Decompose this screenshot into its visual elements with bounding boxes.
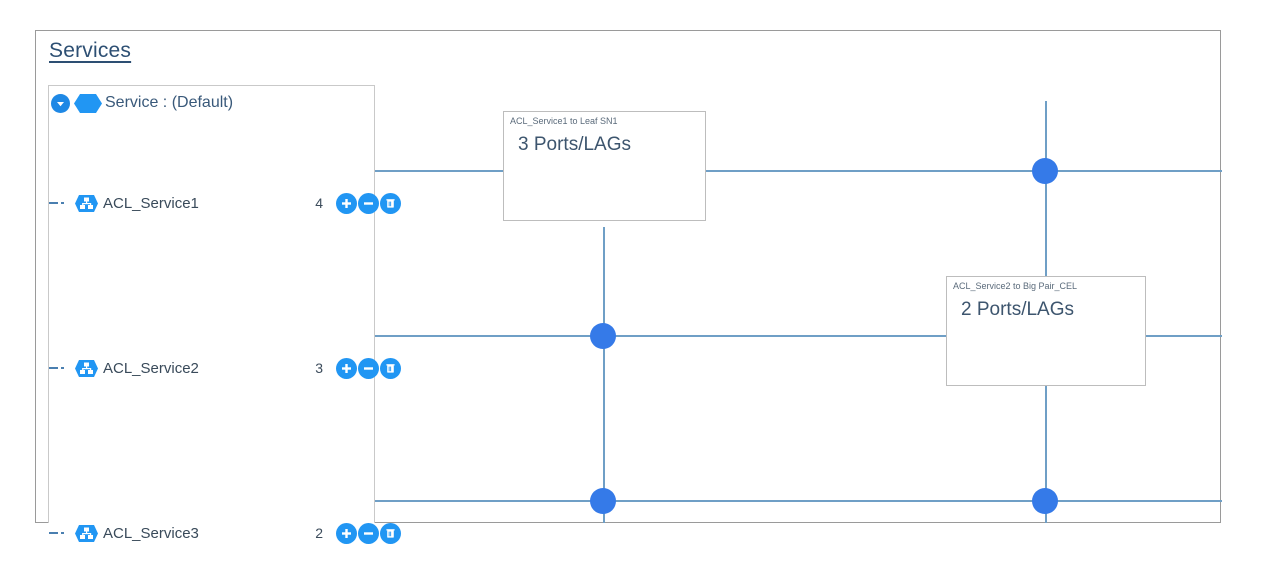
chevron-down-icon[interactable] — [51, 93, 70, 113]
plus-icon[interactable] — [336, 192, 357, 214]
minus-icon[interactable] — [358, 522, 379, 544]
service-row-3[interactable]: ACL_Service3 2 — [49, 516, 401, 550]
link-line-row1-right — [706, 170, 1222, 172]
service-row-2[interactable]: ACL_Service2 3 — [49, 351, 401, 385]
info-box-service2[interactable]: ACL_Service2 to Big Pair_CEL 2 Ports/LAG… — [946, 276, 1146, 386]
link-line-row2-left — [375, 335, 946, 337]
service-count: 3 — [315, 360, 323, 376]
minus-icon[interactable] — [358, 357, 379, 379]
service-actions — [336, 522, 401, 544]
service-name: ACL_Service2 — [103, 359, 199, 377]
page-title: Services — [49, 39, 132, 62]
info-box-title: ACL_Service1 to Leaf SN1 — [510, 116, 618, 126]
network-node-icon — [75, 357, 98, 380]
hexagon-icon — [74, 93, 102, 113]
service-row-1[interactable]: ACL_Service1 4 — [49, 186, 401, 220]
tree-branch-connector — [49, 186, 75, 220]
service-actions — [336, 192, 401, 214]
services-tree-panel: Service : (Default) ACL_Service1 — [48, 85, 401, 544]
link-trunk-left — [603, 227, 605, 523]
trash-icon[interactable] — [380, 192, 401, 214]
link-trunk-right-lower — [1045, 386, 1047, 523]
plus-icon[interactable] — [336, 357, 357, 379]
link-line-row1-left — [375, 170, 503, 172]
info-box-value: 2 Ports/LAGs — [961, 299, 1074, 320]
tree-branch-connector — [49, 516, 75, 550]
junction-node-service3-left[interactable] — [590, 488, 616, 514]
service-count: 4 — [315, 195, 323, 211]
service-name: ACL_Service3 — [103, 524, 199, 542]
services-canvas: Services Service : (Default) — [35, 30, 1222, 544]
tree-group-label: Service : (Default) — [105, 94, 234, 111]
junction-node-service3-right[interactable] — [1032, 488, 1058, 514]
plus-icon[interactable] — [336, 522, 357, 544]
junction-node-service2[interactable] — [590, 323, 616, 349]
network-node-icon — [75, 522, 98, 545]
minus-icon[interactable] — [358, 192, 379, 214]
tree-branch-connector — [49, 351, 75, 385]
info-box-value: 3 Ports/LAGs — [518, 134, 631, 155]
junction-node-service1[interactable] — [1032, 158, 1058, 184]
network-node-icon — [75, 192, 98, 215]
service-count: 2 — [315, 525, 323, 541]
link-line-row3 — [375, 500, 1222, 502]
link-trunk-right-upper — [1045, 101, 1047, 276]
info-box-service1[interactable]: ACL_Service1 to Leaf SN1 3 Ports/LAGs — [503, 111, 706, 221]
trash-icon[interactable] — [380, 522, 401, 544]
trash-icon[interactable] — [380, 357, 401, 379]
link-line-row2-right — [1146, 335, 1222, 337]
info-box-title: ACL_Service2 to Big Pair_CEL — [953, 281, 1078, 291]
tree-group-row[interactable]: Service : (Default) — [49, 90, 233, 116]
service-name: ACL_Service1 — [103, 194, 199, 212]
service-actions — [336, 357, 401, 379]
